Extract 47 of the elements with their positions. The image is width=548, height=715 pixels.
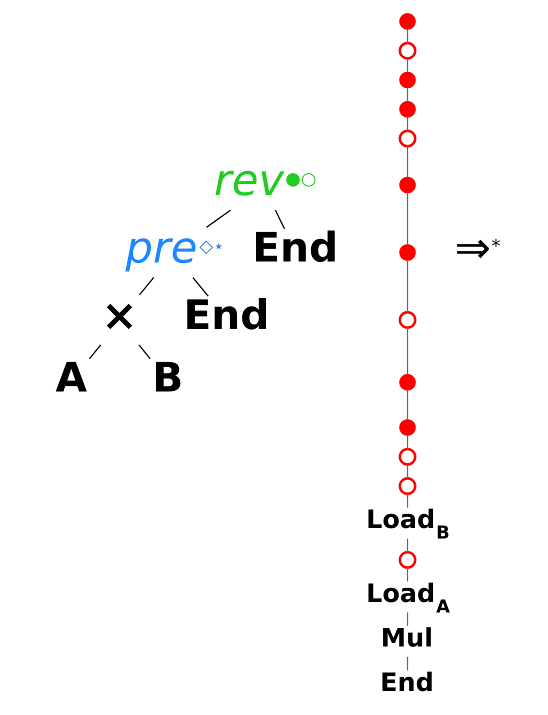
node-circle — [398, 551, 416, 569]
connector — [192, 277, 208, 297]
connector — [406, 146, 408, 177]
connector — [206, 210, 230, 228]
node-circle — [398, 477, 416, 495]
connector — [406, 390, 408, 420]
connector — [406, 494, 408, 508]
node-dot — [398, 419, 416, 436]
node-text: rev$^{●○}$ — [214, 156, 316, 206]
connector — [88, 344, 101, 360]
connector — [406, 568, 408, 582]
node-dot — [398, 374, 416, 391]
connector — [406, 260, 408, 312]
connector — [406, 88, 408, 102]
connector — [406, 612, 408, 626]
connector — [406, 192, 408, 245]
node-text: B — [152, 353, 183, 402]
connector — [406, 538, 408, 552]
node-text: End — [182, 290, 269, 339]
connector — [406, 328, 408, 374]
node-dot — [398, 176, 416, 194]
node-text: End — [252, 224, 338, 272]
connector — [406, 29, 408, 43]
node-dot — [398, 244, 416, 261]
node-dot — [398, 13, 416, 30]
connector — [406, 436, 408, 449]
node-circle — [398, 448, 416, 466]
node-text: End — [380, 668, 434, 698]
connector — [138, 277, 154, 296]
connector — [274, 210, 285, 229]
node-circle — [398, 42, 416, 60]
node-text: × — [100, 290, 138, 341]
node-circle — [398, 311, 416, 329]
node-text: A — [55, 353, 87, 402]
connector — [406, 117, 408, 131]
connector — [406, 58, 408, 72]
node-text: pre$^{◇⋆}$ — [125, 223, 224, 274]
node-dot — [398, 72, 416, 88]
node-text: Mul — [380, 623, 432, 654]
node-text: Load$_{A}$ — [366, 578, 450, 618]
connector — [138, 344, 150, 360]
connector — [406, 656, 408, 670]
node-text: Load$_{B}$ — [366, 505, 450, 544]
connector — [406, 464, 408, 478]
node-circle — [398, 130, 416, 148]
label: ⇒$^{*}$ — [454, 223, 500, 274]
node-dot — [398, 101, 416, 118]
